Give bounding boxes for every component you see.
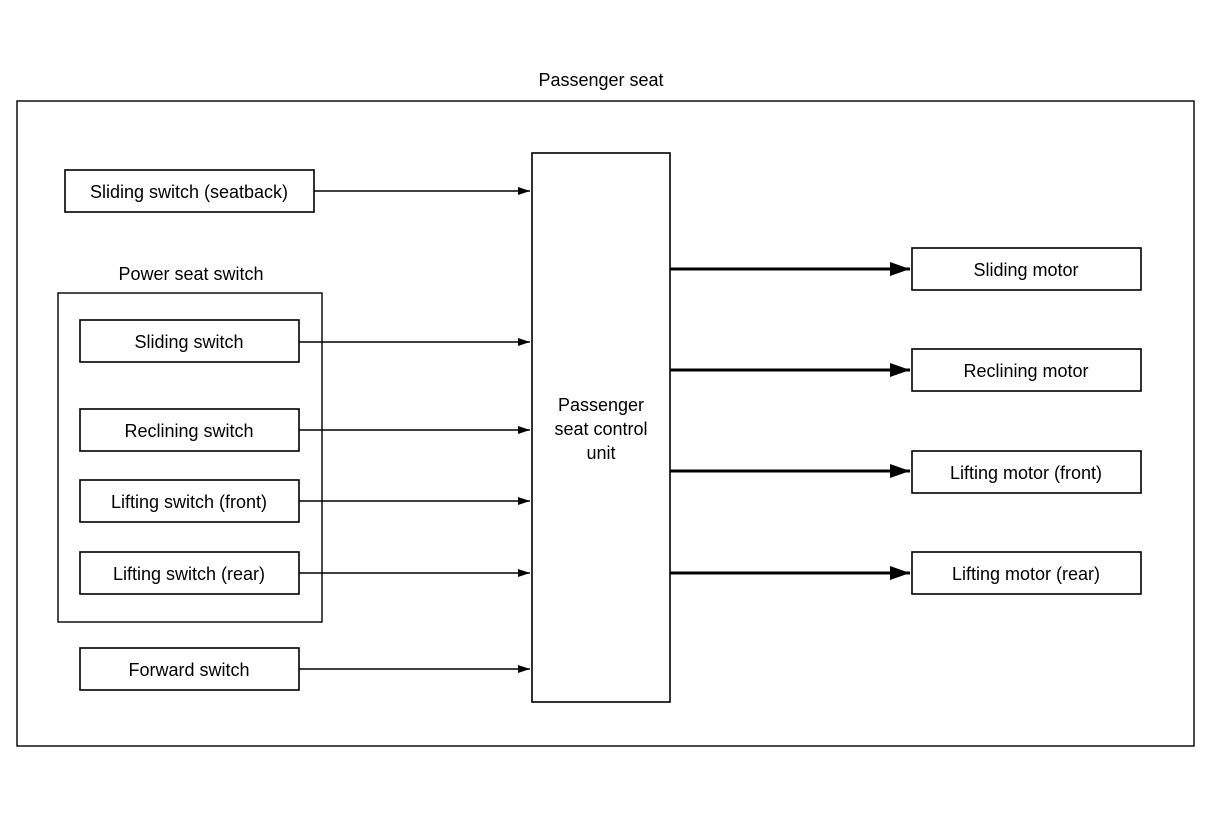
input-sliding-switch: Sliding switch [79,319,530,363]
sliding-motor-label: Sliding motor [973,260,1078,280]
reclining-switch-label: Reclining switch [124,421,253,441]
seatback-sliding-switch-label: Sliding switch (seatback) [90,182,288,202]
control-unit-label-line2: seat control [554,419,647,439]
control-unit: Passenger seat control unit [531,152,671,703]
power-seat-switch-title: Power seat switch [118,264,263,284]
seatback-sliding-switch-box [64,169,315,213]
lifting-switch-front-box [79,479,300,523]
lifting-switch-rear-label: Lifting switch (rear) [113,564,265,584]
lifting-motor-rear-label: Lifting motor (rear) [952,564,1100,584]
input-lifting-switch-rear: Lifting switch (rear) [79,551,530,595]
lifting-motor-rear-box [911,551,1142,595]
reclining-switch-box [79,408,300,452]
output-reclining-motor: Reclining motor [670,348,1142,392]
output-lifting-motor-rear: Lifting motor (rear) [670,551,1142,595]
lifting-motor-front-box [911,450,1142,494]
control-unit-box [531,152,671,703]
power-seat-switch-group [57,292,323,623]
reclining-motor-box [911,348,1142,392]
control-unit-label-line3: unit [586,443,615,463]
output-lifting-motor-front: Lifting motor (front) [670,450,1142,494]
sliding-switch-label: Sliding switch [134,332,243,352]
input-forward-switch: Forward switch [79,647,530,691]
output-sliding-motor: Sliding motor [670,247,1142,291]
lifting-switch-front-label: Lifting switch (front) [111,492,267,512]
forward-switch-box [79,647,300,691]
lifting-motor-front-label: Lifting motor (front) [950,463,1102,483]
passenger-seat-frame [16,100,1195,747]
input-seatback-sliding-switch: Sliding switch (seatback) [64,169,530,213]
control-unit-label-line1: Passenger [558,395,644,415]
forward-switch-label: Forward switch [128,660,249,680]
input-lifting-switch-front: Lifting switch (front) [79,479,530,523]
sliding-motor-box [911,247,1142,291]
reclining-motor-label: Reclining motor [963,361,1088,381]
input-reclining-switch: Reclining switch [79,408,530,452]
passenger-seat-title: Passenger seat [538,70,663,90]
lifting-switch-rear-box [79,551,300,595]
sliding-switch-box [79,319,300,363]
